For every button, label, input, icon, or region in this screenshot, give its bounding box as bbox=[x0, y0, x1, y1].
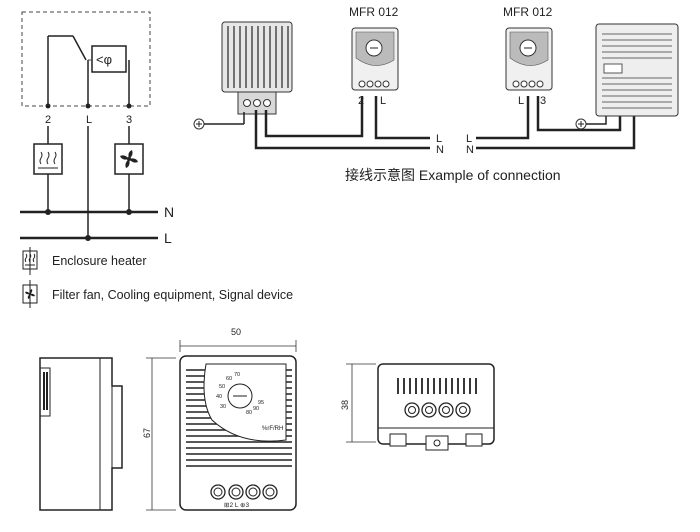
side-view bbox=[39, 357, 123, 511]
right-line-N-label: N bbox=[466, 144, 474, 156]
device-boundary-dashed bbox=[21, 11, 151, 107]
left-terminal-L: L bbox=[380, 95, 386, 107]
hygrostat-symbol: <φ bbox=[96, 52, 112, 67]
right-wire-L bbox=[476, 96, 530, 140]
left-terminal-2: 2 bbox=[358, 95, 364, 107]
legend-heater-icon bbox=[24, 253, 36, 266]
heater-icon bbox=[38, 151, 58, 169]
svg-text:80: 80 bbox=[246, 410, 252, 416]
bus-L-dot bbox=[85, 235, 91, 241]
heater-symbol-box bbox=[33, 143, 63, 175]
fan-symbol-box bbox=[114, 143, 144, 175]
filter-fan-device bbox=[595, 23, 679, 117]
right-terminal-L: L bbox=[518, 95, 524, 107]
svg-text:95: 95 bbox=[258, 400, 264, 406]
top-view: 38 bbox=[340, 363, 495, 451]
terminal-markings: ⊞2 L ⊕3 bbox=[224, 502, 249, 509]
bus-N-label: N bbox=[164, 204, 174, 220]
right-wire-3 bbox=[536, 96, 622, 132]
legend-fan-label: Filter fan, Cooling equipment, Signal de… bbox=[52, 288, 293, 302]
right-terminal-3: 3 bbox=[540, 95, 546, 107]
legend-heater-box bbox=[22, 250, 38, 270]
bus-L-label: L bbox=[164, 230, 172, 246]
terminal-label-L: L bbox=[86, 114, 92, 126]
terminal-label-3: 3 bbox=[126, 114, 132, 126]
enclosure-heater-device bbox=[221, 21, 293, 115]
heater-wire-link bbox=[264, 96, 364, 138]
hygrostat-device-left bbox=[351, 27, 399, 91]
right-line-L-label: L bbox=[466, 133, 472, 145]
schematic: <φ 2 L 3 bbox=[20, 11, 174, 246]
bus-N-dot-2 bbox=[45, 209, 51, 215]
rh-mark: %rF/RH bbox=[262, 426, 283, 432]
legend-fan-icon bbox=[25, 289, 35, 299]
svg-text:40: 40 bbox=[216, 394, 222, 400]
terminal-dot-L bbox=[85, 103, 91, 109]
legend: Enclosure heater Filter fan, Cooling equ… bbox=[22, 247, 293, 308]
left-line-L-label: L bbox=[436, 133, 442, 145]
svg-text:90: 90 bbox=[253, 406, 259, 412]
bus-N-dot-3 bbox=[126, 209, 132, 215]
front-view: 50 67 30 40 50 60 70 80 90 bbox=[142, 327, 297, 511]
terminal-label-2: 2 bbox=[45, 114, 51, 126]
device-label-left: MFR 012 bbox=[349, 5, 399, 19]
hygrostat-device-right bbox=[505, 27, 553, 91]
svg-text:50: 50 bbox=[219, 384, 225, 390]
heater-wire-N bbox=[254, 110, 430, 150]
left-wire-L bbox=[374, 96, 430, 140]
left-line-N-label: N bbox=[436, 144, 444, 156]
legend-heater-label: Enclosure heater bbox=[52, 254, 147, 268]
connection-example: MFR 012 2 L L N MFR 012 L 3 bbox=[193, 5, 679, 183]
connection-caption: 接线示意图 Example of connection bbox=[345, 167, 561, 183]
dim-depth: 38 bbox=[340, 400, 350, 410]
switch-blade bbox=[72, 35, 87, 61]
dial-scale: 30 40 50 60 70 80 90 95 bbox=[216, 372, 264, 416]
dim-width: 50 bbox=[231, 327, 241, 337]
terminal-dot-3 bbox=[126, 103, 132, 109]
right-wire-N bbox=[476, 116, 636, 150]
svg-text:30: 30 bbox=[220, 404, 226, 410]
terminal-dot-2 bbox=[45, 103, 51, 109]
dim-height: 67 bbox=[142, 428, 152, 438]
fan-icon bbox=[120, 150, 138, 168]
hygrostat-sensor-box bbox=[91, 45, 127, 73]
device-label-right: MFR 012 bbox=[503, 5, 553, 19]
legend-fan-box bbox=[22, 284, 38, 304]
svg-text:70: 70 bbox=[234, 372, 240, 378]
svg-text:60: 60 bbox=[226, 376, 232, 382]
